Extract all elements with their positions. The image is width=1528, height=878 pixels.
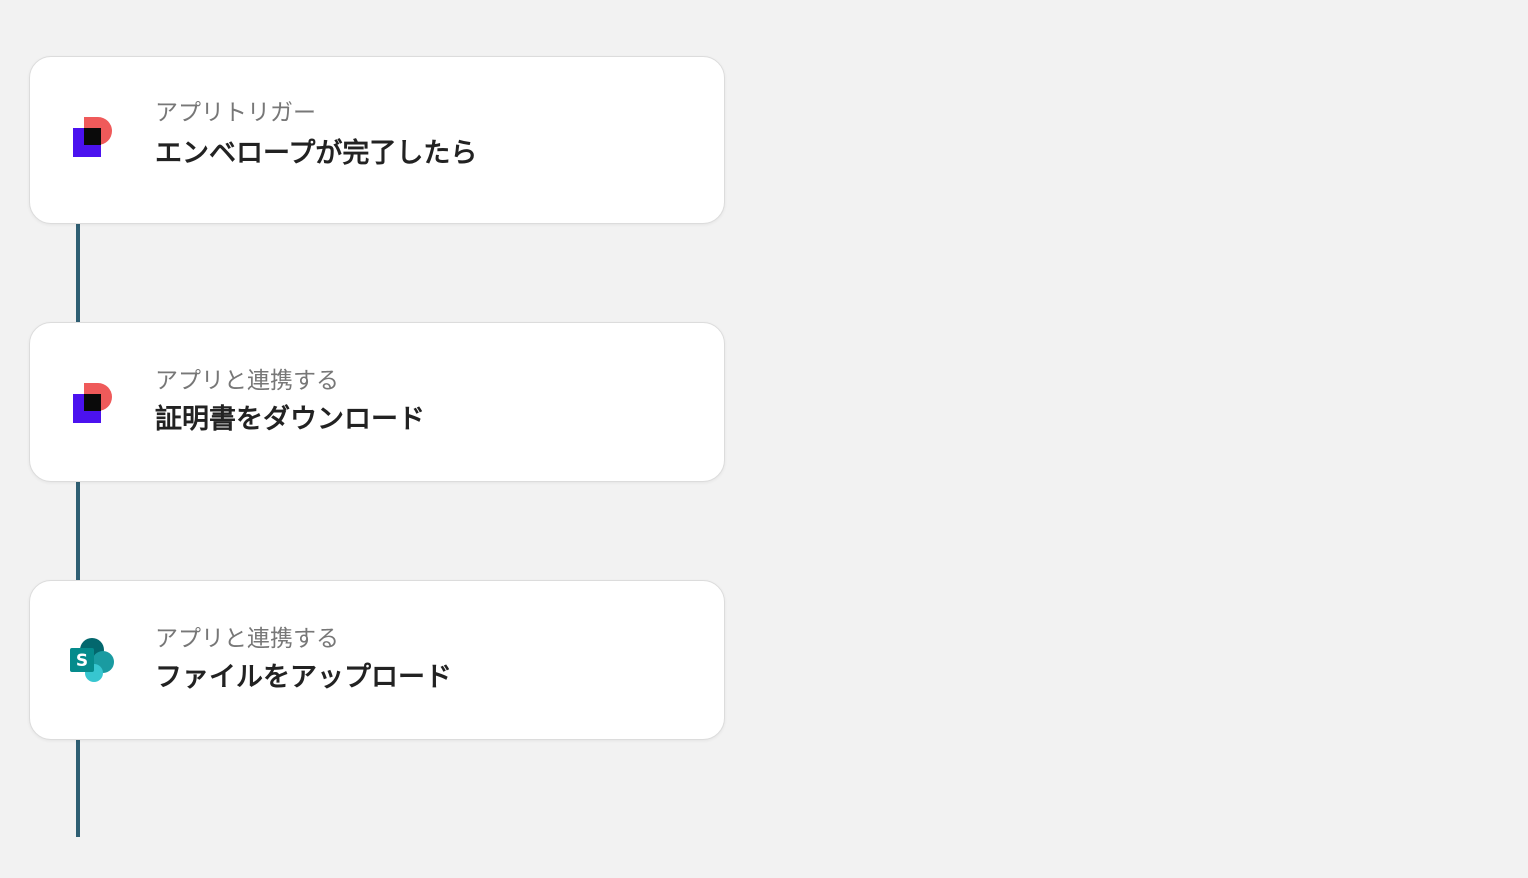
step-title: 証明書をダウンロード: [155, 404, 425, 435]
sharepoint-logo-icon: S: [68, 635, 118, 685]
step-title: ファイルをアップロード: [155, 662, 452, 693]
docusign-logo-icon: [68, 379, 118, 429]
step-kind-label: アプリと連携する: [155, 368, 339, 394]
flow-connector-2: [76, 481, 80, 580]
docusign-logo-icon: [68, 113, 118, 163]
step-kind-label: アプリと連携する: [155, 626, 339, 652]
flow-connector-3: [76, 739, 80, 837]
flow-step-card-trigger[interactable]: アプリトリガー エンベロープが完了したら: [29, 56, 725, 224]
flow-connector-1: [76, 223, 80, 322]
svg-text:S: S: [76, 651, 88, 671]
flow-step-card-action-2[interactable]: S アプリと連携する ファイルをアップロード: [29, 580, 725, 740]
step-title: エンベロープが完了したら: [155, 138, 478, 169]
flow-step-card-action-1[interactable]: アプリと連携する 証明書をダウンロード: [29, 322, 725, 482]
step-kind-label: アプリトリガー: [155, 100, 316, 126]
